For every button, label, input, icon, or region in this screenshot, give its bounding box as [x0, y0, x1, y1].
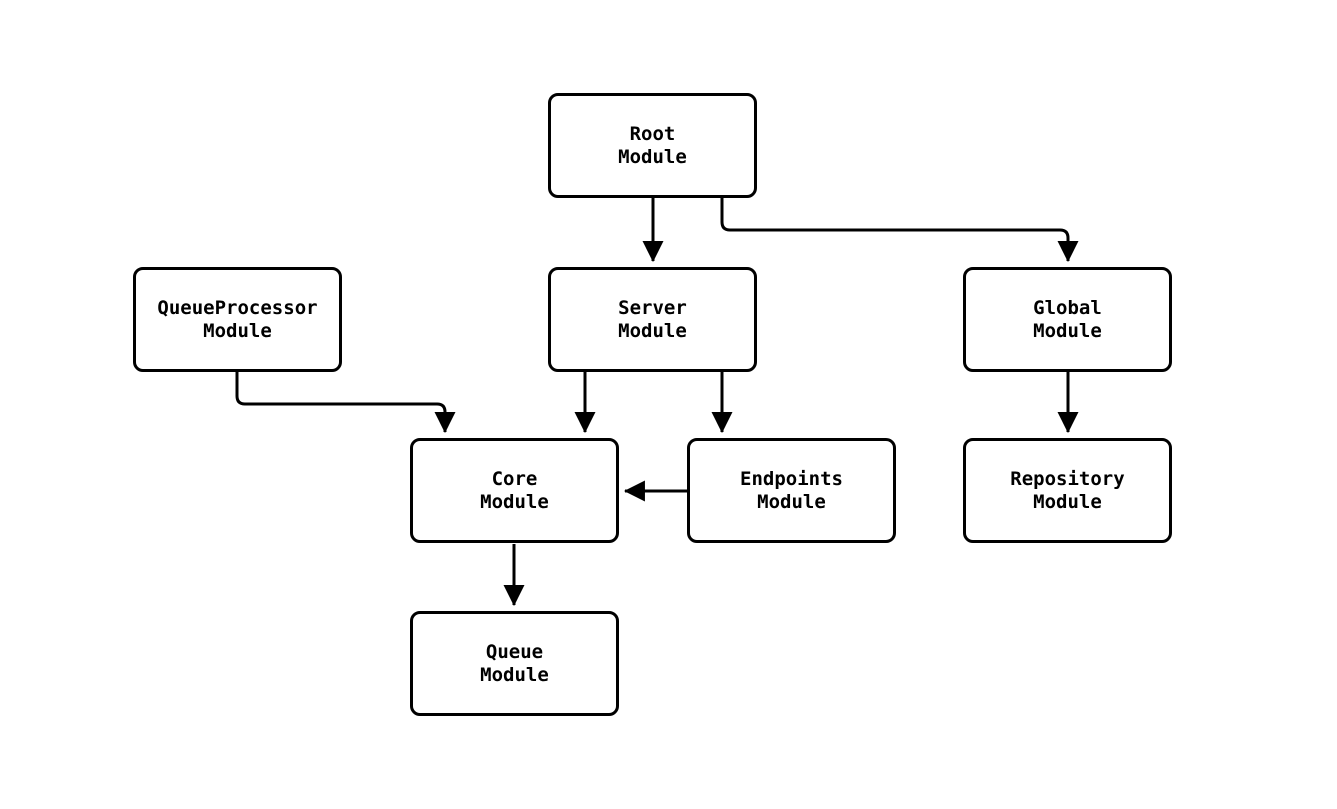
node-endpoints-module: Endpoints Module — [687, 438, 896, 543]
node-root-module: Root Module — [548, 93, 757, 198]
edge-queueprocessor-core — [235, 372, 456, 434]
edge-root-global — [720, 198, 1079, 263]
node-queue-module: Queue Module — [410, 611, 619, 716]
node-server-module: Server Module — [548, 267, 757, 372]
node-repository-module: Repository Module — [963, 438, 1172, 543]
node-queueprocessor-module: QueueProcessor Module — [133, 267, 342, 372]
node-core-module: Core Module — [410, 438, 619, 543]
node-global-module: Global Module — [963, 267, 1172, 372]
